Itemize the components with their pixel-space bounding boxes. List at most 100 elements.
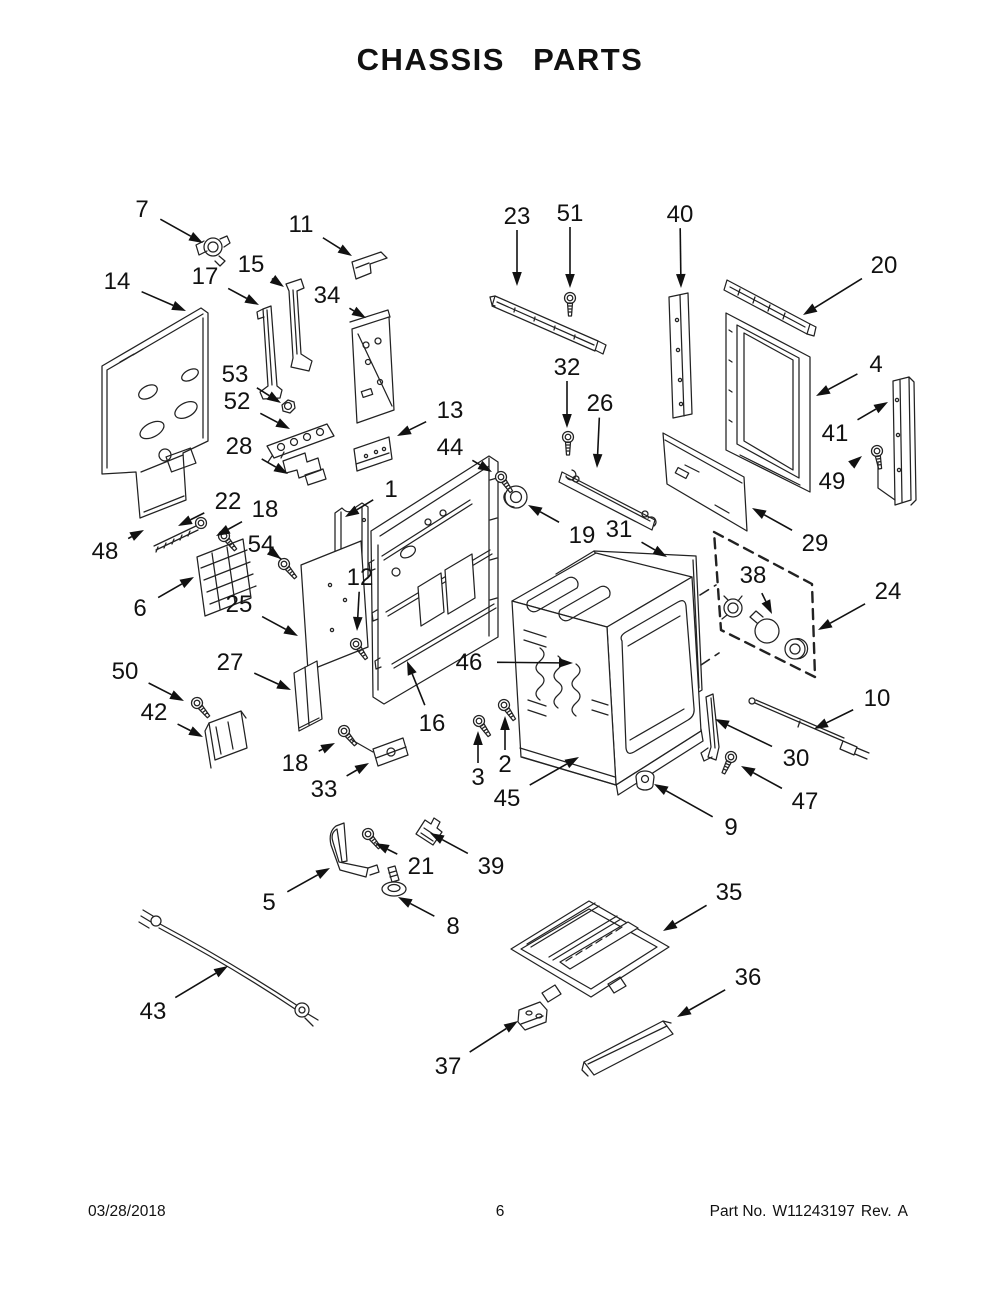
- svg-text:42: 42: [141, 699, 168, 726]
- svg-text:17: 17: [192, 263, 219, 290]
- svg-text:52: 52: [224, 388, 251, 415]
- callout-12: 12: [347, 564, 374, 631]
- svg-text:12: 12: [347, 564, 374, 591]
- svg-text:24: 24: [875, 578, 902, 605]
- callout-1: 1: [345, 476, 398, 517]
- svg-text:13: 13: [437, 397, 464, 424]
- part-35-tray: [510, 900, 670, 1003]
- part-43-power-cord: [138, 909, 319, 1027]
- part-6-grille: [196, 538, 257, 617]
- callout-53: 53: [222, 361, 281, 403]
- svg-text:4: 4: [869, 351, 882, 378]
- part-36-trim-strip: [581, 1020, 674, 1077]
- callout-45: 45: [494, 757, 579, 812]
- part-number-label: Part No.: [709, 1203, 767, 1220]
- part-13-plate: [353, 436, 393, 472]
- part-11-bracket: [351, 251, 388, 280]
- callout-3: 3: [471, 731, 485, 791]
- callout-8: 8: [398, 897, 460, 940]
- callout-43: 43: [140, 966, 228, 1025]
- part-49-wire: [877, 462, 896, 501]
- svg-text:3: 3: [471, 764, 484, 791]
- callout-38: 38: [740, 562, 772, 614]
- callout-27: 27: [217, 649, 291, 690]
- callout-39: 39: [430, 833, 504, 880]
- callout-31: 31: [606, 516, 667, 557]
- callout-33: 33: [311, 763, 369, 803]
- svg-text:18: 18: [252, 496, 279, 523]
- svg-text:50: 50: [112, 658, 139, 685]
- callout-37: 37: [435, 1021, 518, 1080]
- part-52-terminal-block: [266, 423, 335, 463]
- svg-text:16: 16: [419, 710, 446, 737]
- svg-text:1: 1: [384, 476, 397, 503]
- svg-text:36: 36: [735, 964, 762, 991]
- callout-17: 17: [192, 263, 259, 305]
- svg-text:20: 20: [871, 252, 898, 279]
- svg-text:49: 49: [819, 468, 846, 495]
- svg-text:37: 37: [435, 1053, 462, 1080]
- svg-text:32: 32: [554, 354, 581, 381]
- svg-text:30: 30: [783, 745, 810, 772]
- callout-50: 50: [112, 658, 184, 701]
- svg-text:6: 6: [133, 595, 146, 622]
- screw-glyph: [561, 430, 575, 456]
- part-30-bracket: [700, 693, 720, 762]
- svg-text:5: 5: [262, 889, 275, 916]
- svg-text:46: 46: [456, 649, 483, 676]
- callout-20: 20: [803, 252, 897, 315]
- callout-19: 19: [528, 505, 595, 549]
- callout-26: 26: [587, 390, 613, 468]
- part-10-probe: [748, 697, 870, 760]
- screw-glyph: [870, 444, 884, 470]
- revision-label: Rev.: [860, 1203, 892, 1220]
- part-number-value: W11243197: [772, 1203, 855, 1220]
- callout-42: 42: [141, 699, 203, 737]
- svg-text:19: 19: [569, 522, 596, 549]
- svg-text:41: 41: [822, 420, 849, 447]
- part-5-bracket: [329, 822, 380, 878]
- svg-text:9: 9: [724, 814, 737, 841]
- part-7-thermostat: [195, 235, 231, 267]
- callout-51: 51: [557, 200, 583, 288]
- svg-text:23: 23: [504, 203, 531, 230]
- svg-text:10: 10: [864, 685, 891, 712]
- callout-48: 48: [92, 530, 144, 565]
- part-17-support-bracket: [256, 305, 283, 400]
- callout-18: 18: [282, 743, 335, 777]
- part-26-element: [558, 469, 657, 531]
- callout-25: 25: [226, 591, 298, 636]
- svg-text:22: 22: [215, 488, 242, 515]
- svg-text:35: 35: [716, 879, 743, 906]
- part-15-support-bracket: [285, 278, 313, 372]
- callout-47: 47: [741, 766, 818, 815]
- svg-text:7: 7: [135, 196, 148, 223]
- callout-32: 32: [554, 354, 581, 428]
- callout-36: 36: [677, 964, 761, 1017]
- svg-text:45: 45: [494, 785, 521, 812]
- svg-text:11: 11: [289, 211, 314, 238]
- part-16-back-panel: [368, 455, 499, 705]
- part-14-rear-panel: [101, 307, 209, 519]
- part-41-bracket: [892, 376, 917, 506]
- callout-52: 52: [224, 388, 290, 429]
- footer-page-number: 6: [495, 1203, 505, 1220]
- screw-glyph: [190, 696, 211, 719]
- callout-22: 22: [178, 488, 241, 526]
- screw-glyph: [361, 827, 382, 850]
- callout-46: 46: [456, 649, 573, 676]
- callout-16: 16: [407, 661, 445, 737]
- svg-text:27: 27: [217, 649, 244, 676]
- callout-14: 14: [104, 268, 186, 311]
- svg-text:15: 15: [238, 251, 265, 278]
- part-42-bracket: [204, 710, 248, 769]
- svg-text:29: 29: [802, 530, 829, 557]
- svg-text:33: 33: [311, 776, 338, 803]
- part-46-oven-cavity: [511, 552, 704, 796]
- part-40-trim-strip: [668, 292, 693, 419]
- screw-glyph: [497, 698, 517, 722]
- svg-text:44: 44: [437, 434, 464, 461]
- callout-15: 15: [238, 251, 284, 287]
